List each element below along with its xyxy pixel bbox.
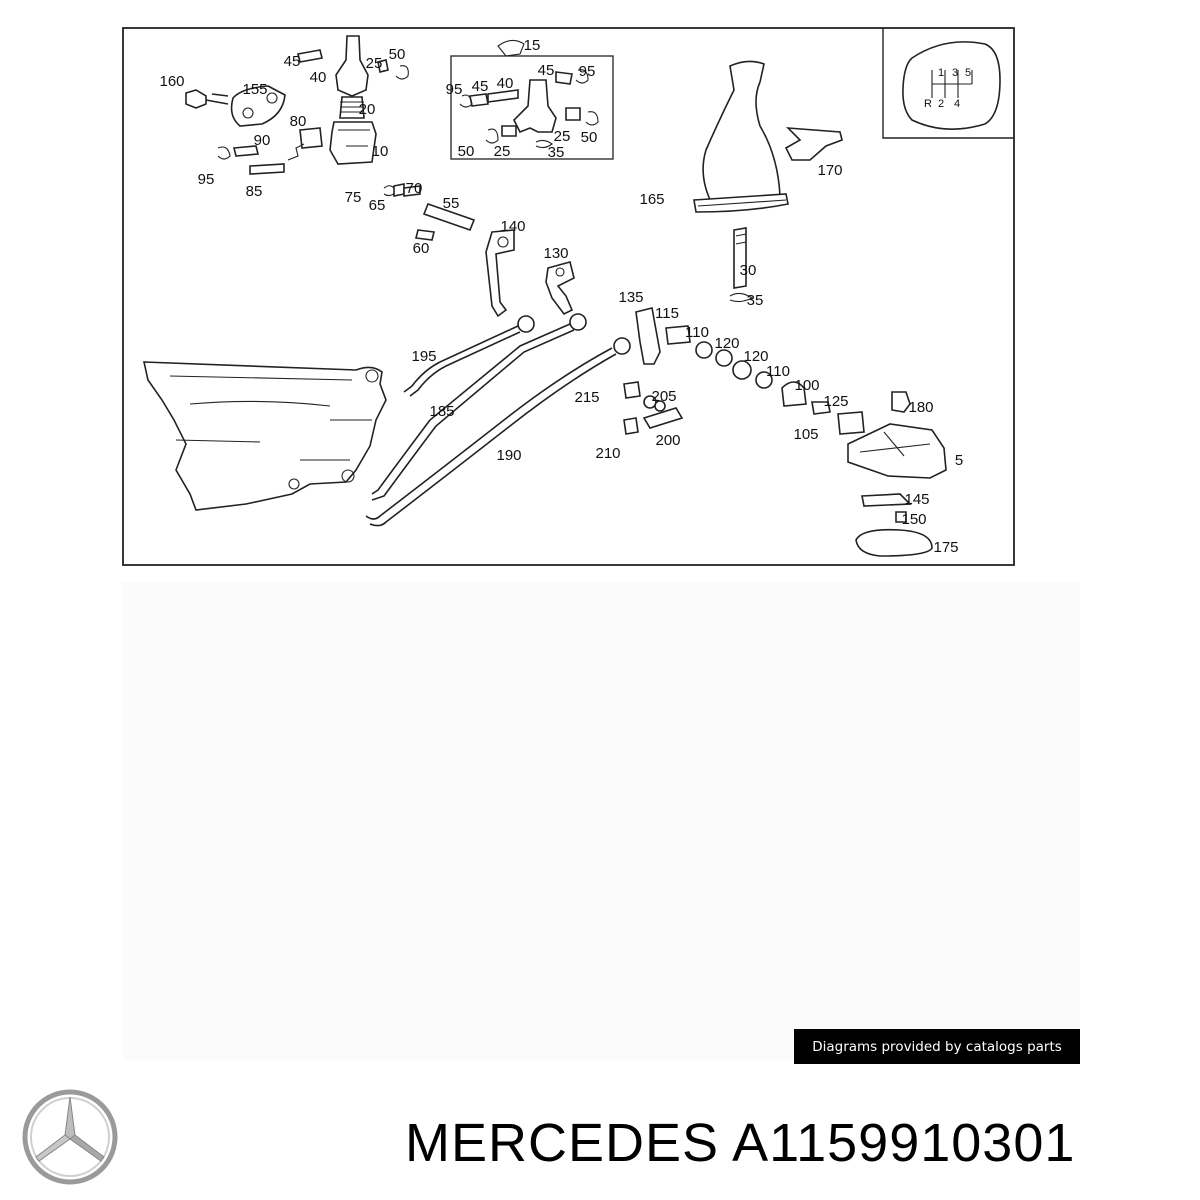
callout-80: 80	[290, 113, 307, 130]
callout-40-a: 40	[310, 69, 327, 86]
callout-40-b: 40	[497, 75, 514, 92]
gear-lever-boot	[693, 60, 843, 303]
callout-110-b: 110	[766, 363, 790, 380]
callout-145: 145	[904, 491, 929, 508]
callout-20: 20	[359, 101, 376, 118]
gear-1: 1	[938, 67, 944, 79]
callout-45-b: 45	[472, 78, 489, 95]
gear-5: 5	[965, 67, 971, 79]
gear-4: 4	[954, 98, 960, 110]
transmission-housing	[142, 361, 387, 511]
callout-195: 195	[411, 348, 436, 365]
callout-105: 105	[793, 426, 818, 443]
callout-155: 155	[242, 81, 267, 98]
callout-35-b: 35	[747, 292, 764, 309]
gear-2: 2	[938, 98, 944, 110]
callout-15: 15	[524, 37, 541, 54]
inset-shift-fork	[459, 39, 599, 149]
callout-205: 205	[651, 388, 676, 405]
mercedes-star-icon	[22, 1089, 118, 1185]
callout-45-c: 45	[538, 62, 555, 79]
callout-95-c: 95	[579, 63, 596, 80]
gear-r: R	[924, 98, 932, 110]
shift-detent-assembly	[185, 35, 476, 241]
callout-130: 130	[543, 245, 568, 262]
callout-215: 215	[574, 389, 599, 406]
callout-60: 60	[413, 240, 430, 257]
callout-50-c: 50	[458, 143, 475, 160]
callout-65: 65	[369, 197, 386, 214]
callout-120-a: 120	[714, 335, 739, 352]
diagram-credit-banner: Diagrams provided by catalogs parts	[794, 1029, 1080, 1064]
callout-75: 75	[345, 189, 362, 206]
callout-120-b: 120	[743, 348, 768, 365]
callout-135: 135	[618, 289, 643, 306]
shift-rods	[365, 313, 631, 527]
callout-85: 85	[246, 183, 263, 200]
callout-175: 175	[933, 539, 958, 556]
callout-95-a: 95	[198, 171, 215, 188]
callout-160: 160	[159, 73, 184, 90]
callout-45-a: 45	[284, 53, 301, 70]
callout-165: 165	[639, 191, 664, 208]
callout-25-c: 25	[494, 143, 511, 160]
callout-190: 190	[496, 447, 521, 464]
callout-200: 200	[655, 432, 680, 449]
callout-5: 5	[955, 452, 963, 469]
diagram-background-panel	[122, 582, 1080, 1060]
gear-3: 3	[952, 67, 958, 79]
callout-30: 30	[740, 262, 757, 279]
callout-55: 55	[443, 195, 460, 212]
callout-185: 185	[429, 403, 454, 420]
callout-110-a: 110	[685, 324, 709, 341]
gear-pattern-frame	[882, 28, 1014, 139]
callout-90: 90	[254, 132, 271, 149]
callout-25-a: 25	[366, 55, 383, 72]
callout-70: 70	[406, 180, 423, 197]
linkage-parts	[623, 307, 947, 557]
callout-95-b: 95	[446, 81, 463, 98]
callout-180: 180	[908, 399, 933, 416]
callout-210: 210	[595, 445, 620, 462]
callout-140: 140	[500, 218, 525, 235]
callout-35-a: 35	[548, 144, 565, 161]
callout-115: 115	[655, 305, 679, 322]
callout-125: 125	[823, 393, 848, 410]
callout-50-a: 50	[389, 46, 406, 63]
gear-knob-icon	[902, 41, 1001, 130]
callout-50-b: 50	[581, 129, 598, 146]
callout-150: 150	[901, 511, 926, 528]
shift-levers	[485, 229, 575, 318]
brand-part-title: MERCEDES A1159910301	[405, 1113, 1076, 1173]
callout-25-b: 25	[554, 128, 571, 145]
callout-10: 10	[372, 143, 389, 160]
callout-100: 100	[794, 377, 819, 394]
callout-170: 170	[817, 162, 842, 179]
credit-text: Diagrams provided by catalogs parts	[812, 1038, 1062, 1055]
